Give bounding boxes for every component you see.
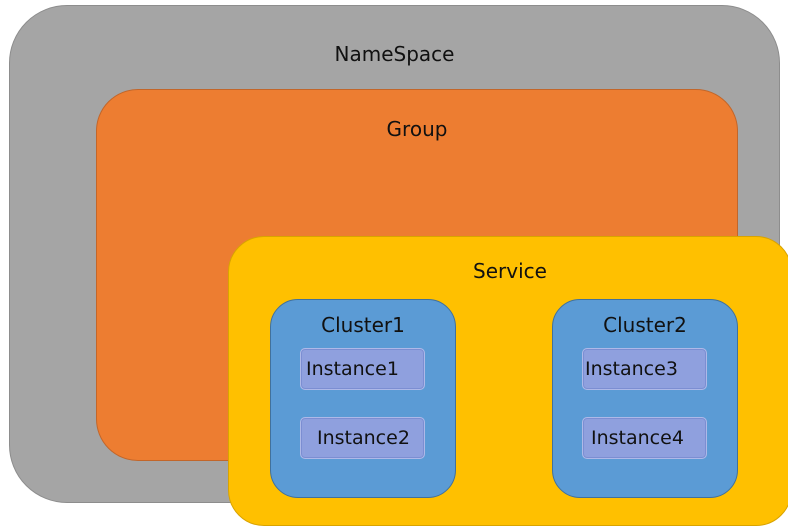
cluster-2-label: Cluster2 (603, 313, 687, 337)
group-container: Group Service Cluster1 Instance1 Instanc… (96, 89, 788, 526)
instance-3: Instance3 (582, 348, 707, 390)
cluster-2: Cluster2 Instance3 Instance4 (552, 299, 738, 498)
group-label: Group (386, 117, 448, 141)
instance-1: Instance1 (300, 348, 425, 390)
service-label: Service (473, 259, 547, 283)
instance-2: Instance2 (300, 417, 425, 459)
namespace-label: NameSpace (334, 42, 455, 66)
instance-4: Instance4 (582, 417, 707, 459)
cluster-1-label: Cluster1 (321, 313, 405, 337)
cluster-1: Cluster1 Instance1 Instance2 (270, 299, 456, 498)
service-container: Service Cluster1 Instance1 Instance2 Clu… (228, 236, 788, 526)
namespace-container: NameSpace Group Service Cluster1 Instanc… (9, 5, 788, 526)
